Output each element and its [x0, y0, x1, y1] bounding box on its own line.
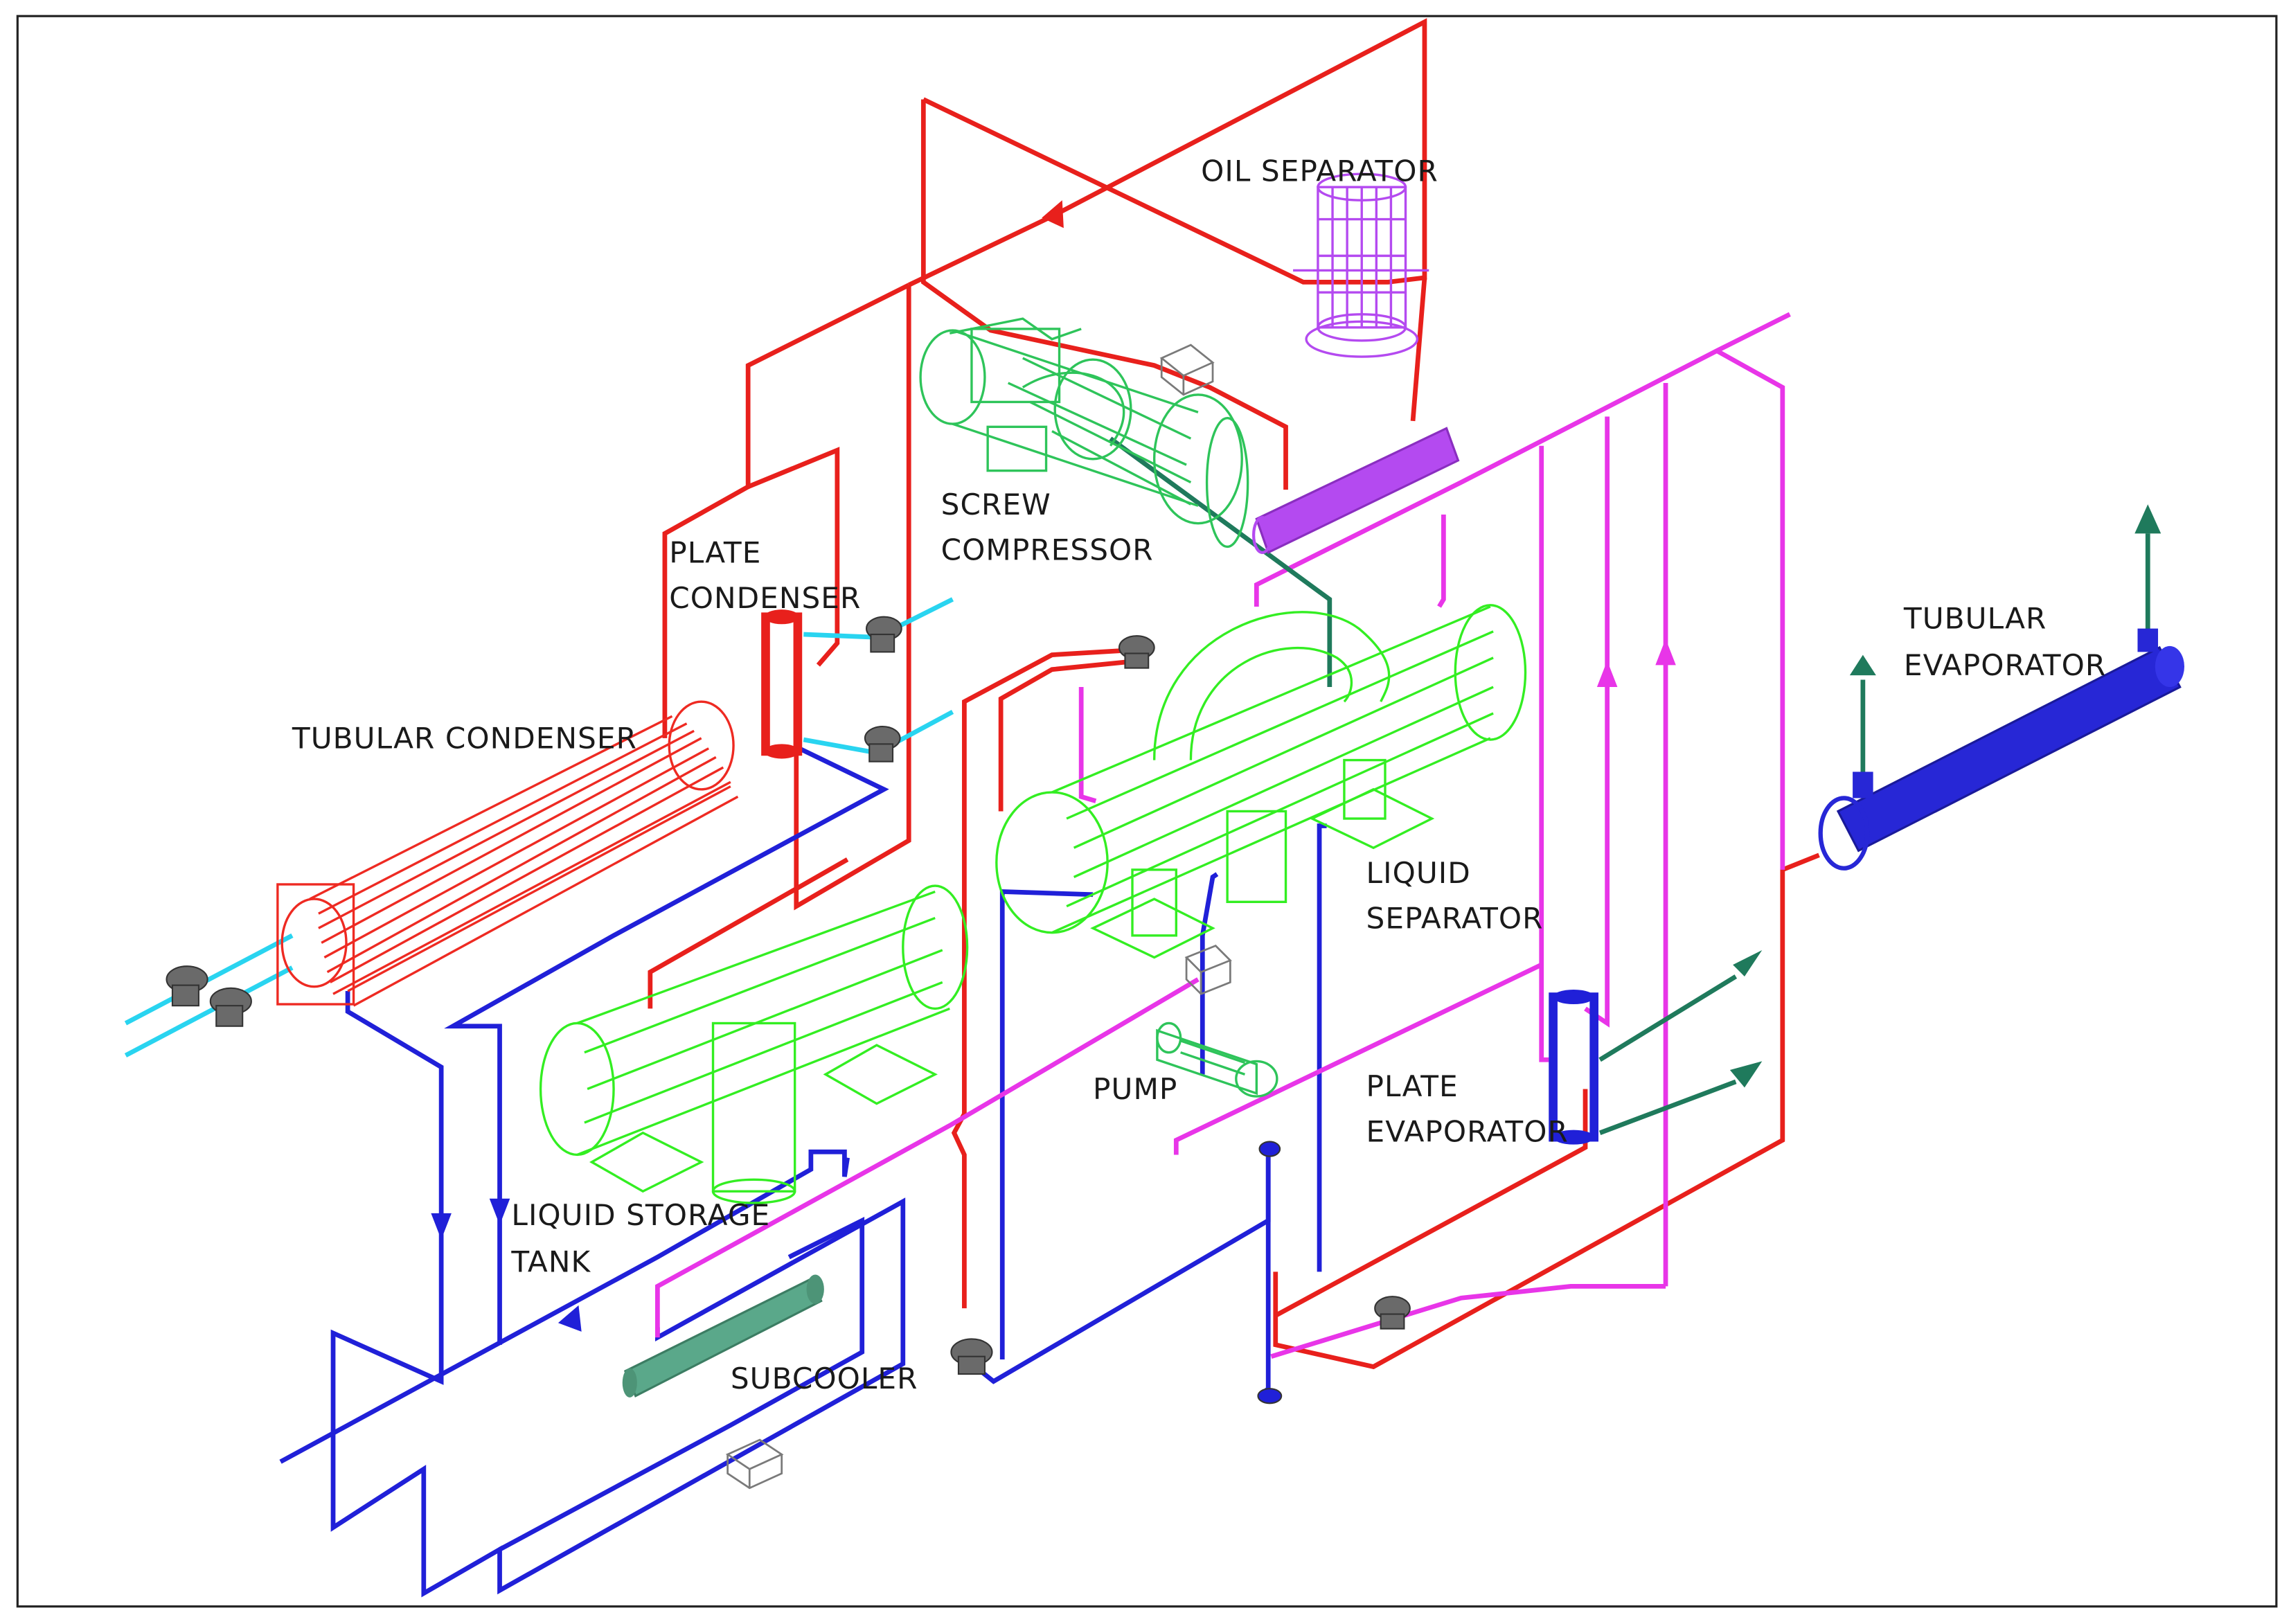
arrow-icon	[1655, 639, 1676, 666]
high-pressure-piping	[648, 18, 1820, 1370]
label-screw-compressor-line1: SCREW	[941, 488, 1051, 521]
label-pump: PUMP	[1093, 1072, 1177, 1106]
valve-icon	[865, 616, 902, 653]
subcooler	[622, 1274, 824, 1398]
label-plate-evaporator-line2: EVAPORATOR	[1366, 1114, 1569, 1148]
label-plate-evaporator-line1: PLATE	[1366, 1069, 1459, 1103]
filter-boxes	[725, 343, 1232, 1490]
diagram-frame	[16, 15, 2278, 1608]
screw-compressor	[919, 317, 1249, 548]
valve-icon	[1257, 1388, 1283, 1404]
tubular-evaporator	[1818, 628, 2184, 871]
liquid-storage-tank	[539, 884, 969, 1204]
label-liquid-storage-tank-line1: LIQUID STORAGE	[511, 1198, 770, 1232]
plate-evaporator	[1549, 989, 1599, 1145]
label-tubular-condenser: TUBULAR CONDENSER	[292, 722, 637, 756]
label-plate-condenser-line2: CONDENSER	[669, 581, 861, 615]
tubular-condenser	[276, 700, 739, 1007]
arrow-icon	[1849, 654, 1876, 676]
flow-direction-arrows	[431, 200, 2161, 1332]
arrow-icon	[1596, 661, 1618, 688]
filter-drier-icon	[1159, 343, 1215, 396]
arrow-icon	[2134, 504, 2161, 534]
oil-separator	[1293, 172, 1429, 358]
pump	[1156, 1021, 1278, 1098]
low-pressure-piping	[279, 746, 1327, 1598]
valve-icon	[1118, 635, 1155, 669]
component-labels: OIL SEPARATOR SCREW COMPRESSOR PLATE CON…	[292, 154, 2106, 1395]
valve-icon	[864, 725, 901, 762]
label-liquid-storage-tank-line2: TANK	[510, 1244, 591, 1278]
valve-icon	[209, 987, 252, 1027]
plate-condenser	[761, 609, 803, 759]
label-screw-compressor-line2: COMPRESSOR	[941, 533, 1154, 566]
label-plate-condenser-line1: PLATE	[669, 536, 761, 570]
label-liquid-separator-line1: LIQUID	[1366, 856, 1471, 890]
oil-cooler	[1252, 427, 1460, 555]
label-liquid-separator-line2: SEPARATOR	[1366, 901, 1544, 935]
arrow-icon	[1042, 200, 1064, 229]
arrow-icon	[1733, 949, 1763, 976]
label-tubular-evaporator-line2: EVAPORATOR	[1904, 648, 2106, 682]
filter-drier-icon	[1184, 945, 1232, 995]
valve-icon	[1374, 1296, 1411, 1330]
valves	[166, 616, 1411, 1404]
arrow-icon	[489, 1198, 510, 1225]
valve-icon	[950, 1338, 993, 1375]
cooling-water-piping	[124, 597, 954, 1058]
label-subcooler: SUBCOOLER	[731, 1362, 918, 1395]
label-oil-separator: OIL SEPARATOR	[1201, 154, 1438, 188]
valve-icon	[166, 965, 208, 1007]
label-tubular-evaporator-line1: TUBULAR	[1903, 602, 2047, 636]
arrow-icon	[431, 1213, 452, 1240]
liquid-separator	[995, 604, 1527, 959]
chilled-fluid-piping	[1109, 436, 2150, 1135]
filter-drier-icon	[725, 1438, 784, 1490]
arrow-icon	[558, 1305, 582, 1332]
valve-icon	[1258, 1141, 1281, 1157]
